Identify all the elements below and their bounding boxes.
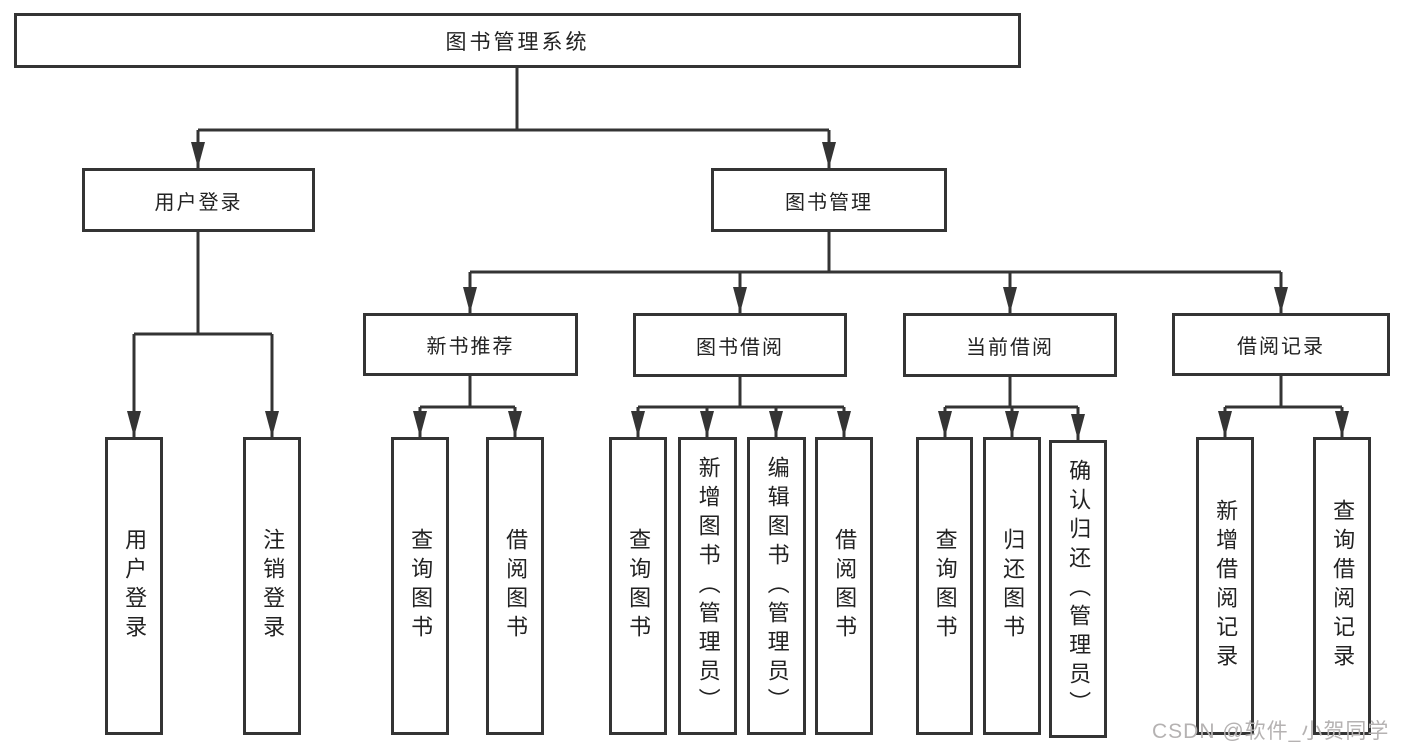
- node-label: 用户登录: [122, 528, 148, 644]
- node-label: 查询图书: [932, 528, 958, 644]
- node-user-login: 用户登录: [82, 168, 315, 232]
- connector-borrow-records-children: [1223, 376, 1344, 437]
- node-book-borrow: 图书借阅: [633, 313, 847, 377]
- node-label: 编辑图书（管理员）: [764, 455, 790, 717]
- connector-root-to-level2: [196, 68, 831, 168]
- leaf-return-books: 归还图书: [983, 437, 1041, 735]
- node-borrow-records: 借阅记录: [1172, 313, 1390, 376]
- leaf-query-books-borrow: 查询图书: [609, 437, 667, 735]
- node-label: 图书管理: [785, 191, 873, 214]
- node-current-borrow: 当前借阅: [903, 313, 1117, 377]
- node-label: 图书管理系统: [445, 30, 590, 54]
- node-label: 借阅图书: [832, 528, 858, 644]
- leaf-borrow-books: 借阅图书: [815, 437, 873, 735]
- node-label: 图书借阅: [696, 336, 784, 359]
- node-label: 查询图书: [408, 528, 434, 644]
- node-new-book-recommend: 新书推荐: [363, 313, 578, 376]
- node-label: 新书推荐: [426, 336, 515, 358]
- connector-book-borrow-children: [636, 377, 846, 437]
- leaf-edit-books-admin: 编辑图书（管理员）: [747, 437, 806, 735]
- connector-book-mgmt-children: [468, 232, 1283, 313]
- leaf-borrow-books-recommend: 借阅图书: [486, 437, 544, 735]
- node-label: 新增图书（管理员）: [695, 455, 721, 717]
- node-library-management-system: 图书管理系统: [14, 13, 1021, 68]
- watermark: CSDN @软件_小贺同学: [1152, 720, 1390, 743]
- node-label: 新增借阅记录: [1213, 499, 1239, 673]
- connector-user-login-children: [132, 232, 274, 437]
- node-label: 查询图书: [626, 528, 652, 644]
- node-label: 确认归还（管理员）: [1066, 458, 1092, 720]
- node-label: 借阅图书: [503, 528, 529, 644]
- node-label: 借阅记录: [1237, 336, 1325, 358]
- leaf-user-login: 用户登录: [105, 437, 163, 735]
- connector-new-book-children: [418, 376, 517, 437]
- node-label: 注销登录: [260, 528, 286, 644]
- leaf-confirm-return-admin: 确认归还（管理员）: [1049, 440, 1107, 738]
- node-label: 当前借阅: [966, 336, 1054, 359]
- leaf-query-books-current: 查询图书: [916, 437, 973, 735]
- leaf-add-borrow-record: 新增借阅记录: [1196, 437, 1254, 735]
- node-label: 查询借阅记录: [1330, 499, 1356, 673]
- node-book-management: 图书管理: [711, 168, 947, 232]
- leaf-logout: 注销登录: [243, 437, 301, 735]
- node-label: 归还图书: [1000, 528, 1026, 644]
- leaf-query-books-recommend: 查询图书: [391, 437, 449, 735]
- leaf-query-borrow-record: 查询借阅记录: [1313, 437, 1371, 735]
- node-label: 用户登录: [154, 191, 243, 214]
- leaf-add-books-admin: 新增图书（管理员）: [678, 437, 737, 735]
- arrowheads: [127, 142, 1349, 440]
